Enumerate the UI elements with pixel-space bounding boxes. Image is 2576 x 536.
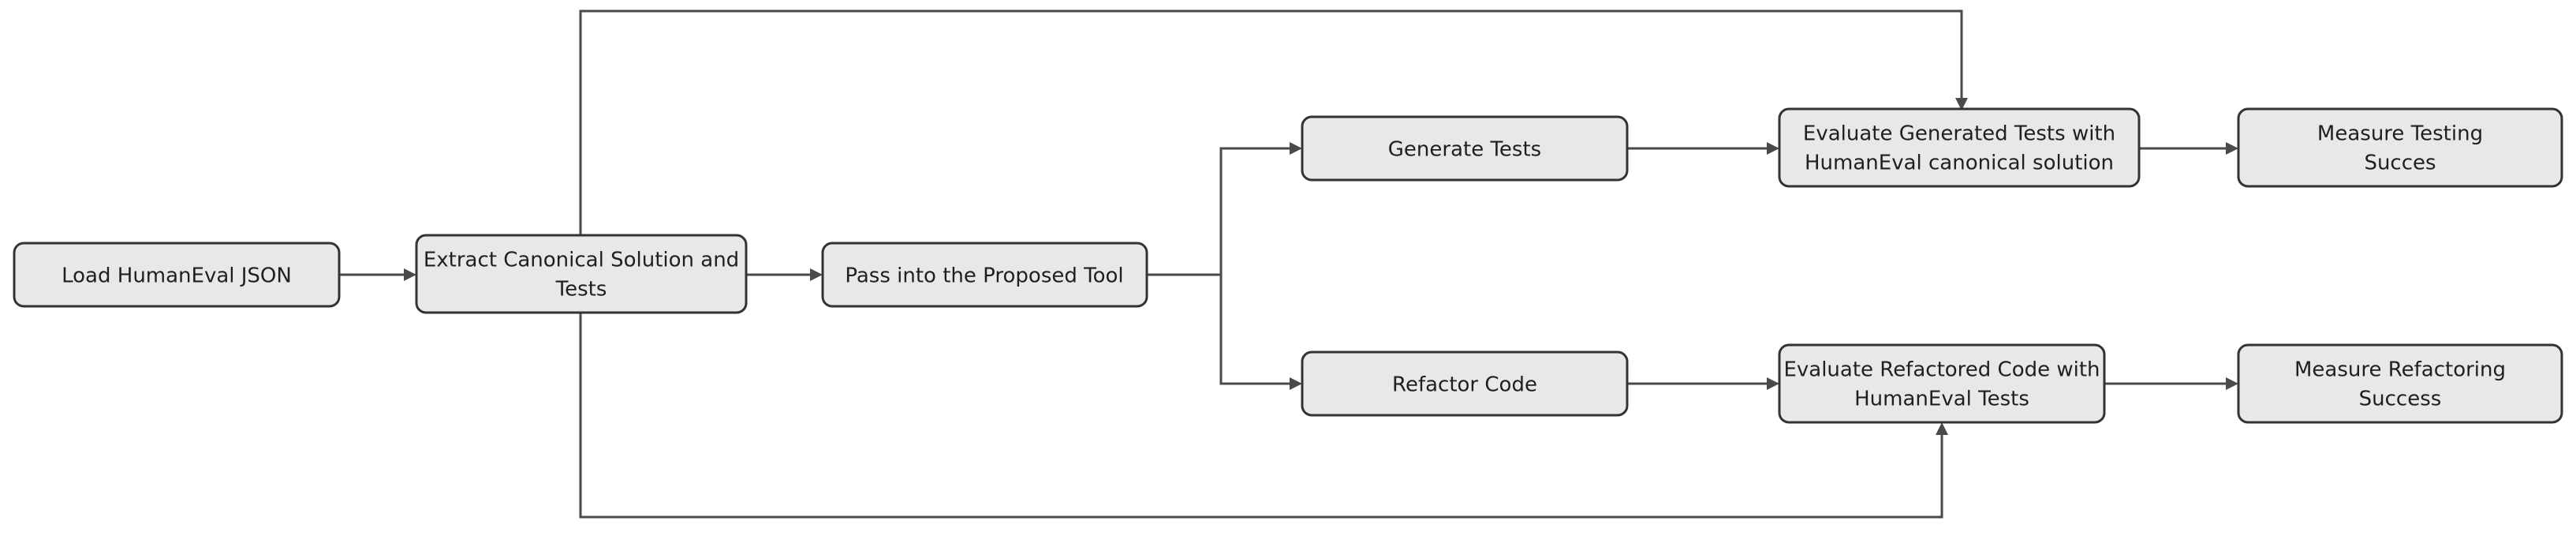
edge-branch-to-generate-tests: [1219, 142, 1302, 155]
edge-load-to-extract: [338, 268, 416, 281]
edge-group: [338, 9, 2238, 519]
node-shape: [1301, 350, 1629, 417]
node-load-humaneval-json[interactable]: Load HumanEval JSON: [13, 242, 341, 308]
arrowhead-icon: [2226, 377, 2238, 390]
node-shape: [2237, 343, 2563, 424]
edge-extract-feedback-top: [579, 9, 1968, 237]
node-shape: [2237, 107, 2563, 188]
node-extract-canonical-solution-and-tests[interactable]: Extract Canonical Solution and Tests: [415, 234, 748, 314]
node-generate-tests[interactable]: Generate Tests: [1301, 115, 1629, 182]
node-refactor-code[interactable]: Refactor Code: [1301, 350, 1629, 417]
node-shape: [13, 242, 341, 308]
arrowhead-icon: [2226, 142, 2238, 155]
arrowhead-icon: [1767, 142, 1779, 155]
edge-extract-feedback-bottom: [579, 311, 1948, 519]
node-evaluate-refactored-code[interactable]: Evaluate Refactored Code with HumanEval …: [1778, 343, 2106, 424]
edge-generate-to-eval-generated: [1626, 142, 1779, 155]
node-label-line-1: Evaluate Generated Tests with: [1803, 122, 2115, 146]
node-shape: [1778, 343, 2106, 424]
node-label-line-1: Generate Tests: [1388, 138, 1541, 162]
node-label-line-2: HumanEval Tests: [1854, 388, 2029, 411]
node-measure-refactoring-success[interactable]: Measure Refactoring Success: [2237, 343, 2563, 424]
edge-pass-to-branch-bus: [1145, 147, 1223, 385]
node-label-line-1: Measure Testing: [2317, 122, 2483, 146]
arrowhead-icon: [1290, 377, 1302, 390]
arrowhead-icon: [810, 268, 823, 281]
node-label-line-1: Measure Refactoring: [2294, 358, 2506, 382]
node-shape: [821, 242, 1148, 308]
edge-branch-to-refactor-code: [1219, 377, 1302, 390]
node-shape: [1301, 115, 1629, 182]
arrowhead-icon: [1955, 98, 1968, 111]
node-label-line-1: Pass into the Proposed Tool: [845, 264, 1123, 288]
node-label-line-2: Tests: [555, 278, 607, 302]
arrowhead-icon: [1290, 142, 1302, 155]
edge-extract-to-pass: [745, 268, 823, 281]
node-label-line-1: Refactor Code: [1392, 373, 1537, 397]
arrowhead-icon: [1936, 422, 1948, 435]
edge-eval-refactored-to-measure-refactoring: [2103, 377, 2238, 390]
node-shape: [415, 234, 748, 314]
node-shape: [1778, 107, 2141, 188]
arrowhead-icon: [404, 268, 416, 281]
edge-refactor-to-eval-refactored: [1626, 377, 1779, 390]
node-label-line-1: Extract Canonical Solution and: [424, 249, 739, 272]
node-label-line-1: Load HumanEval JSON: [62, 264, 292, 288]
node-label-line-2: HumanEval canonical solution: [1805, 152, 2114, 175]
node-label-line-2: Succes: [2364, 152, 2436, 175]
node-label-line-2: Success: [2359, 388, 2442, 411]
arrowhead-icon: [1767, 377, 1779, 390]
node-evaluate-generated-tests[interactable]: Evaluate Generated Tests with HumanEval …: [1778, 107, 2141, 188]
node-pass-into-the-proposed-tool[interactable]: Pass into the Proposed Tool: [821, 242, 1148, 308]
node-measure-testing-success[interactable]: Measure Testing Succes: [2237, 107, 2563, 188]
edge-eval-generated-to-measure-testing: [2137, 142, 2238, 155]
node-label-line-1: Evaluate Refactored Code with: [1783, 358, 2100, 382]
